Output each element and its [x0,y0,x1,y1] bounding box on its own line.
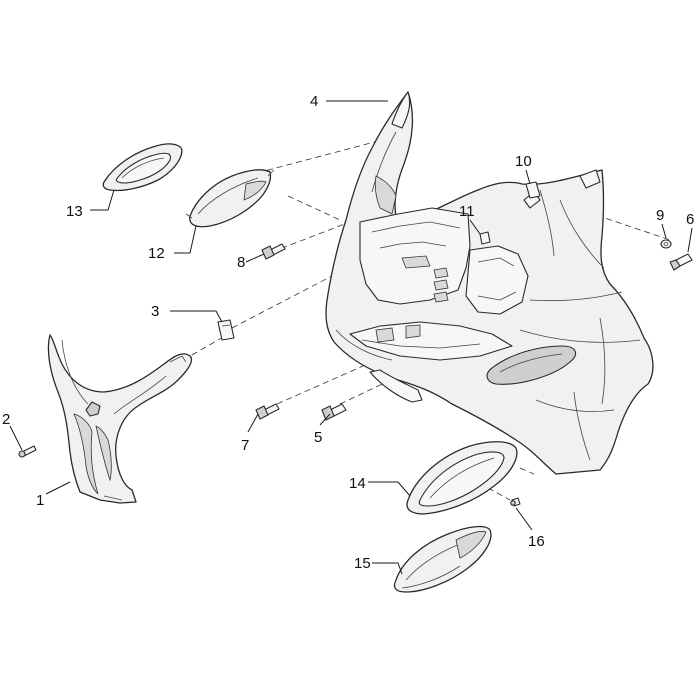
part-13-upper-frame [102,143,183,192]
callout-1: 1 [36,492,44,509]
callout-14: 14 [349,475,366,492]
part-10-clip [525,181,541,199]
callout-leaders [9,100,693,575]
part-16-screw [510,497,521,507]
callout-5: 5 [314,429,322,446]
part-9-washer [660,239,672,249]
part-11-clip [479,231,491,245]
part-3-clip-nut [217,319,235,341]
part-4-front-body [325,91,654,475]
callout-15: 15 [354,555,371,572]
callout-6: 6 [686,211,694,228]
part-6-screw [669,253,693,271]
callout-16: 16 [528,533,545,550]
callout-10: 10 [515,153,532,170]
callout-labels: 1 2 3 4 5 6 7 8 9 10 11 12 13 14 15 16 [2,93,694,572]
part-12-upper-lens [185,169,275,228]
callout-3: 3 [151,303,159,320]
part-8-screw [261,243,286,260]
part-7-screw [255,403,280,420]
part-1-front-shield [47,334,193,504]
callout-7: 7 [241,437,249,454]
callout-8: 8 [237,254,245,271]
callout-13: 13 [66,203,83,220]
part-14-lower-frame [406,441,518,515]
part-15-lower-lens [393,525,492,593]
part-5-screw [321,403,347,421]
callout-9: 9 [656,207,664,224]
callout-4: 4 [310,93,318,110]
part-2-screw [18,445,37,458]
callout-11: 11 [459,203,475,220]
callout-2: 2 [2,411,10,428]
callout-12: 12 [148,245,165,262]
